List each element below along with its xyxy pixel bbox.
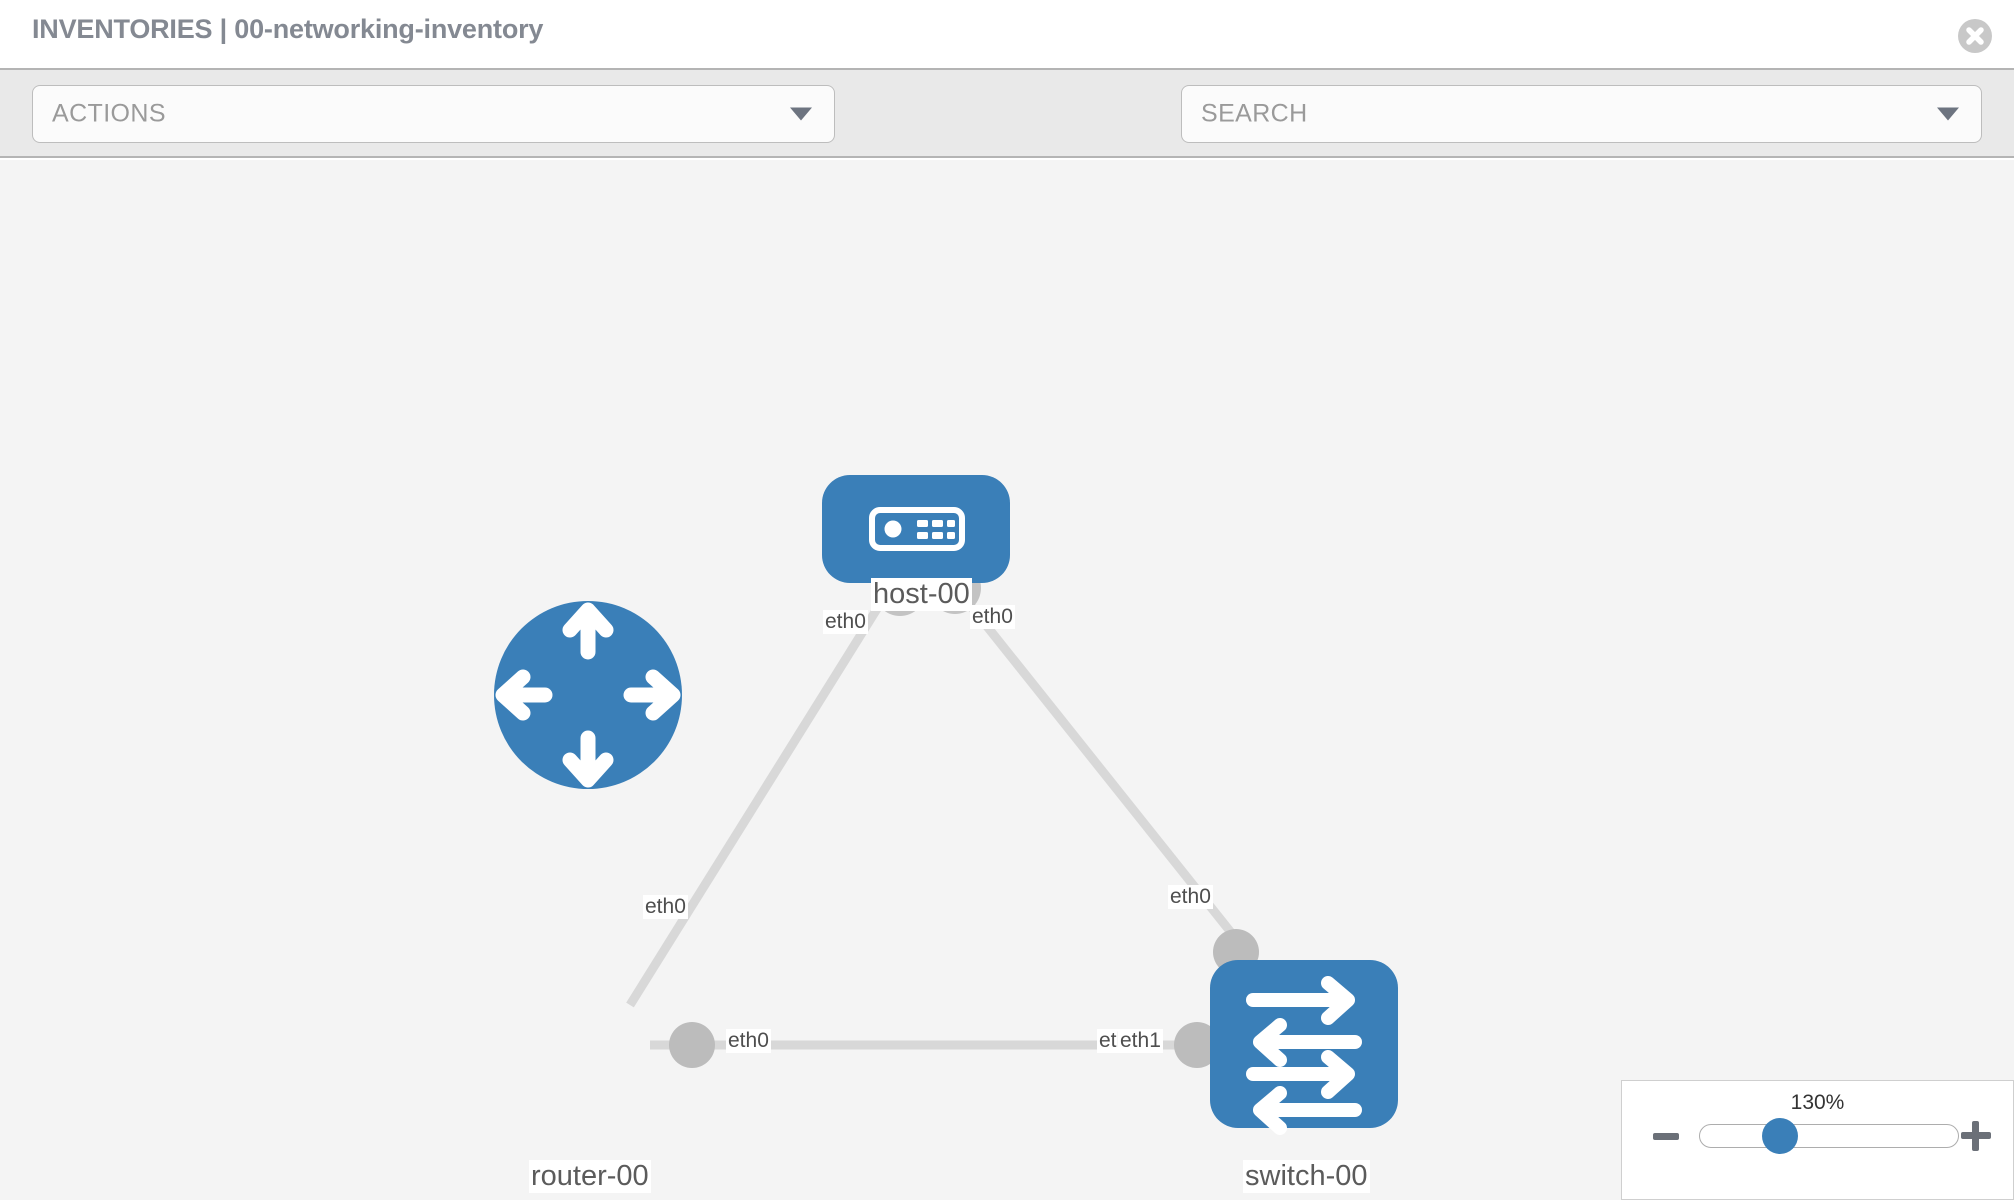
chevron-down-icon (790, 107, 812, 121)
zoom-in-button[interactable] (1961, 1121, 1991, 1151)
topology-canvas[interactable]: host-00 router-00 switch-00 eth0 eth0 et… (0, 160, 2014, 1200)
search-input[interactable]: SEARCH (1181, 85, 1982, 143)
node-label-host-00: host-00 (871, 578, 972, 611)
page-title: INVENTORIES | 00-networking-inventory (32, 14, 544, 44)
interface-nub (669, 1022, 715, 1068)
edge-label-switch-eth1: eth1 (1118, 1029, 1163, 1053)
node-switch-00 (1210, 960, 1398, 1135)
edge-label-switch-eth0-up: eth0 (1168, 885, 1213, 909)
zoom-slider-track[interactable] (1699, 1124, 1959, 1148)
zoom-slider-knob[interactable] (1762, 1118, 1798, 1154)
node-host-00 (822, 475, 1010, 583)
edge-label-host-eth0-right: eth0 (970, 605, 1015, 629)
edge-label-host-eth0-left: eth0 (823, 610, 868, 634)
search-placeholder: SEARCH (1201, 99, 1308, 128)
zoom-level-label: 130% (1790, 1091, 1845, 1114)
node-router-00 (494, 601, 682, 789)
node-label-router-00: router-00 (529, 1160, 651, 1193)
link-host00-router00 (626, 577, 899, 1008)
edge-label-router-eth0: eth0 (726, 1029, 771, 1053)
actions-dropdown[interactable]: ACTIONS (32, 85, 835, 143)
interface-nub (1174, 1022, 1220, 1068)
topology-links (626, 577, 1250, 1050)
topology-graph (494, 475, 1398, 1135)
toolbar: ACTIONS SEARCH (0, 68, 2014, 200)
actions-dropdown-label: ACTIONS (52, 99, 166, 128)
node-label-switch-00: switch-00 (1243, 1160, 1370, 1193)
zoom-out-button[interactable] (1653, 1133, 1679, 1140)
chevron-down-icon (1937, 107, 1959, 121)
topology-interface-nubs (669, 562, 1259, 1068)
edge-label-router-eth0-up: eth0 (643, 895, 688, 919)
page-header: INVENTORIES | 00-networking-inventory (0, 0, 2014, 68)
close-icon[interactable] (1958, 19, 1992, 53)
zoom-control[interactable]: 130% (1621, 1080, 2014, 1200)
